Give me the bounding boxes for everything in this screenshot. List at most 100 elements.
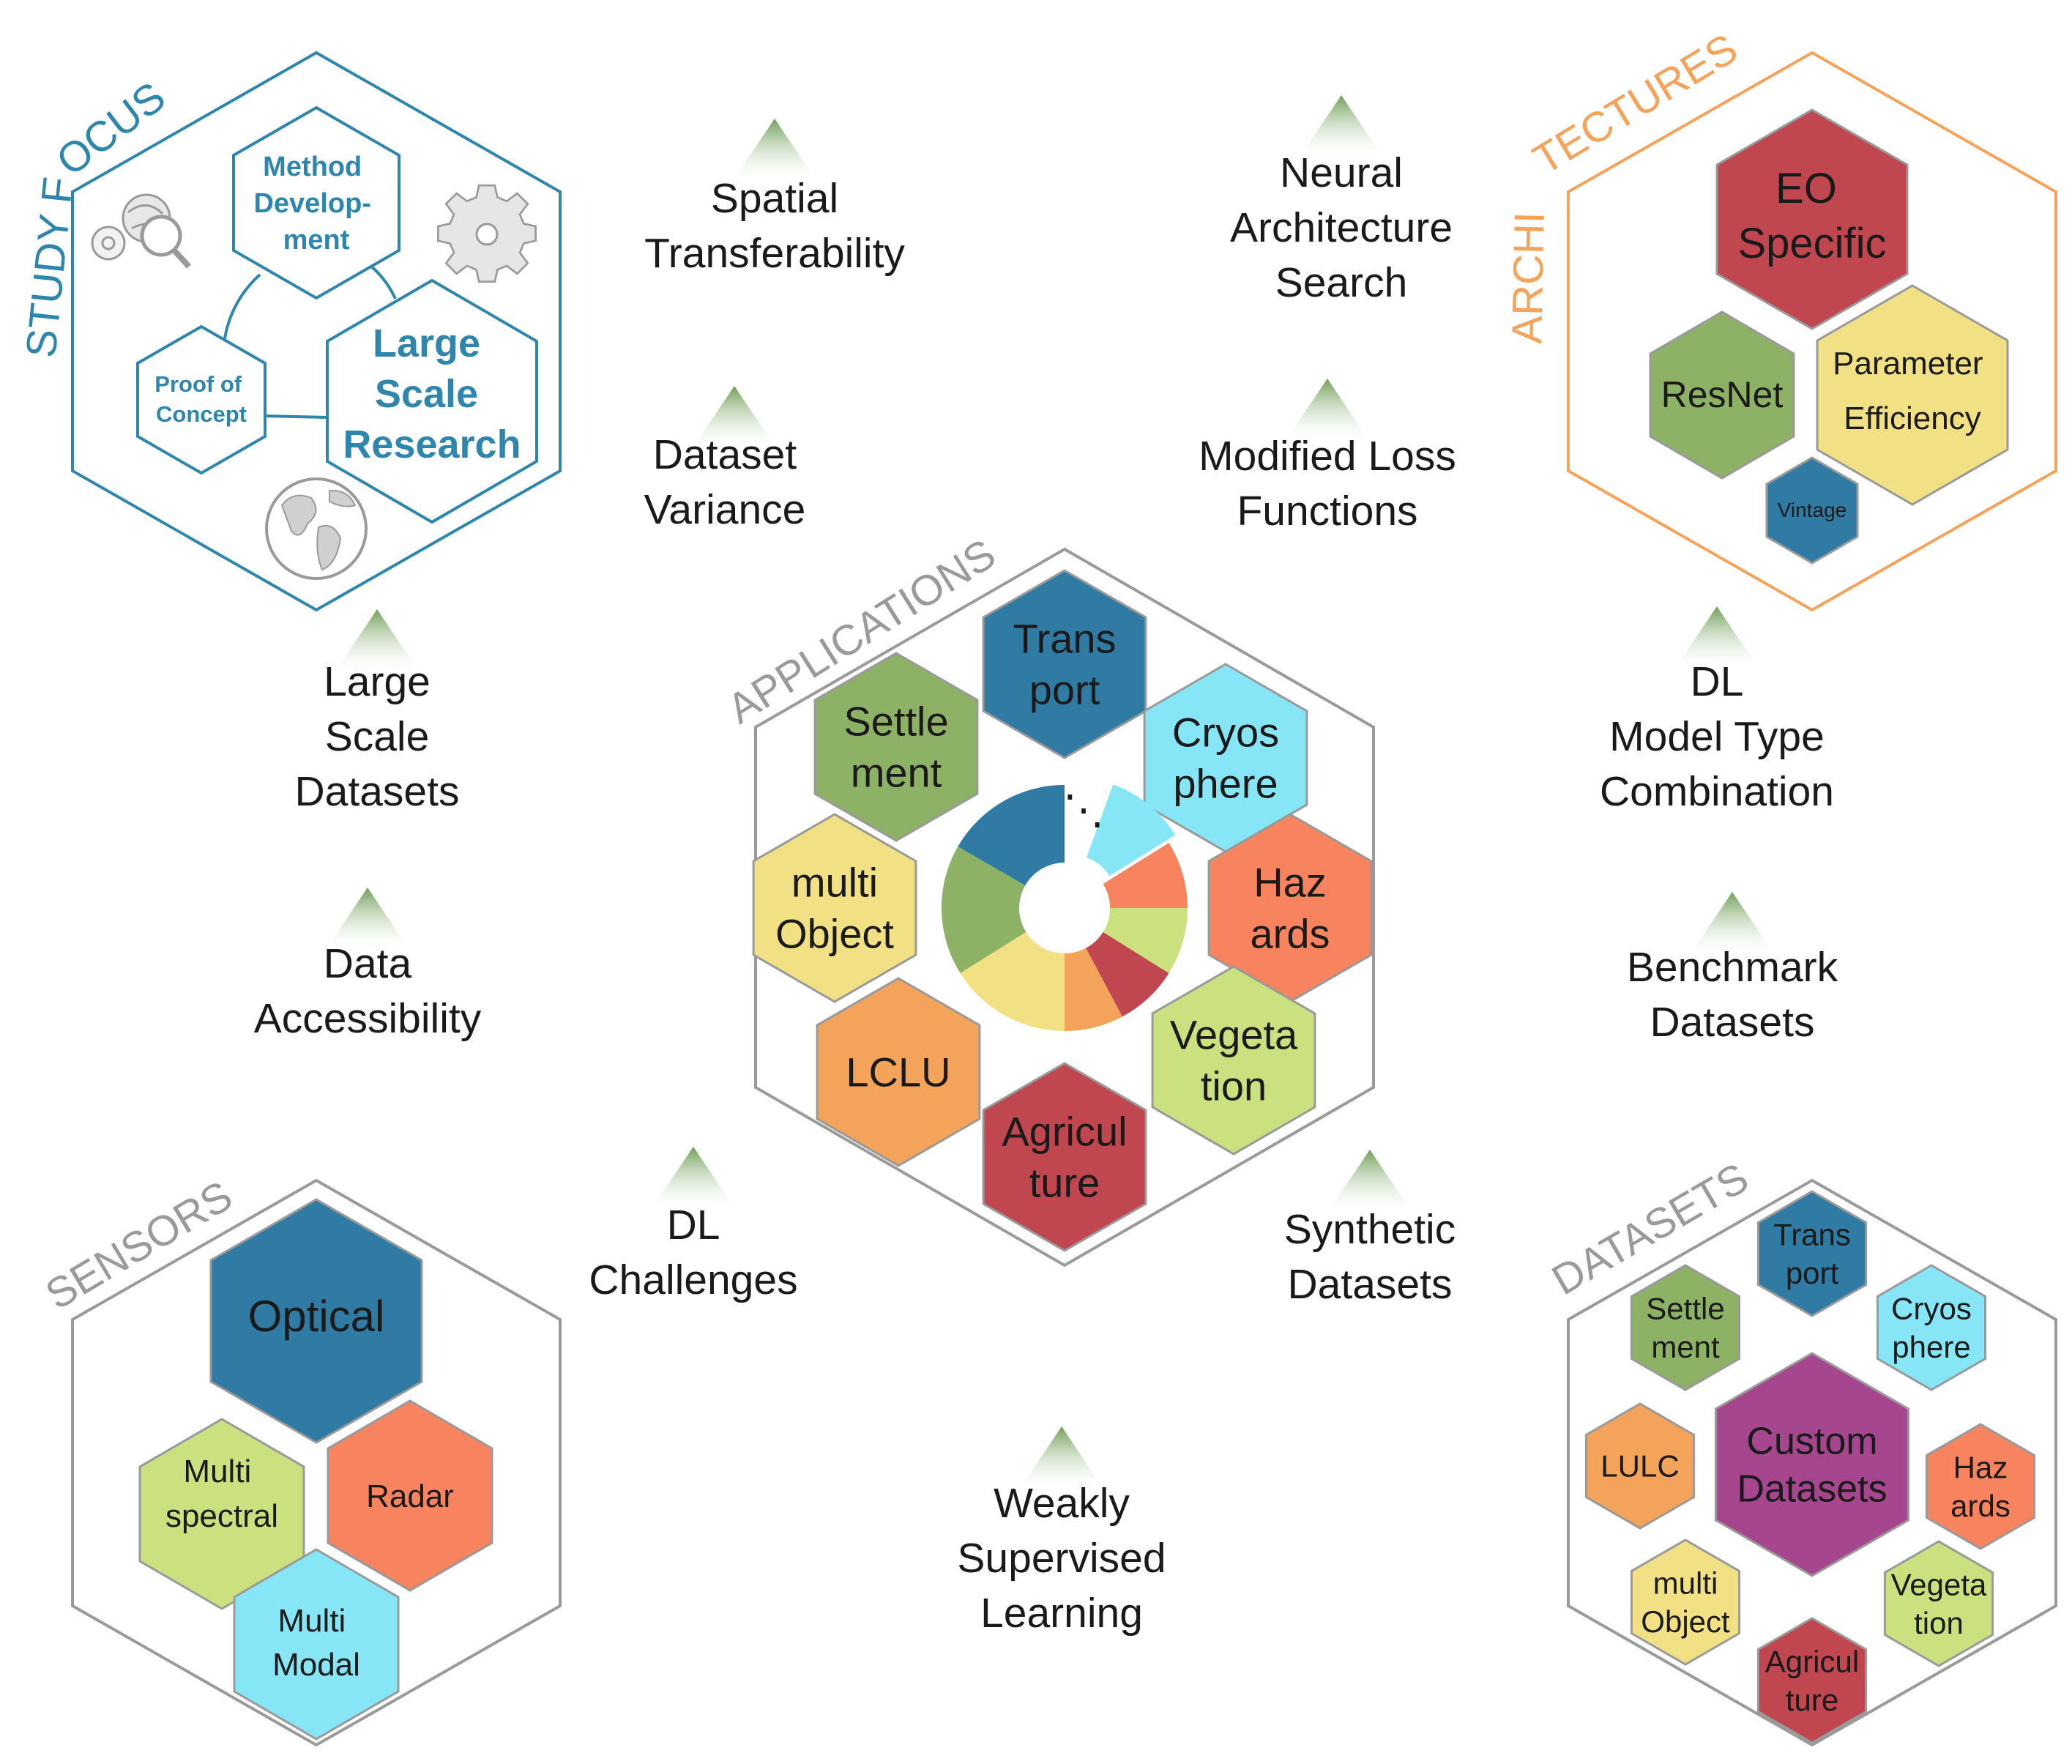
dataset-multiobject-hex [1630, 1538, 1741, 1666]
method-development-label: Method Develop- ment [253, 152, 379, 256]
method-development-hex [232, 105, 400, 300]
proof-of-concept-hex [136, 324, 267, 475]
topic-marker-triangle [1677, 606, 1757, 666]
donut-slice [1087, 784, 1176, 877]
app-lclu-hex [816, 977, 981, 1167]
architectures-title-part1: ARCHI [1503, 211, 1554, 344]
app-transport-hex [982, 569, 1147, 759]
topic-marker-triangle [1287, 379, 1368, 439]
donut-slice [1103, 842, 1188, 908]
app-agriculture-hex [982, 1062, 1147, 1252]
eo-specific-hex [1715, 108, 1909, 330]
dataset-agriculture-hex [1756, 1617, 1868, 1744]
topic-marker-triangle [1301, 95, 1382, 155]
study-focus-group: STUDY FOCUS Method Develop- ment Large S… [17, 51, 562, 612]
multimodal-label: Multi Modal [272, 1603, 360, 1683]
resnet-label: ResNet [1661, 374, 1784, 415]
search-globe-icon [91, 193, 191, 269]
dataset-lulc-label: LULC [1600, 1449, 1679, 1484]
donut-slice [942, 846, 1026, 974]
study-focus-connector [263, 414, 329, 419]
large-scale-research-hex [326, 278, 538, 524]
large-scale-research-label: Large Scale Research [343, 321, 521, 466]
dataset-hazards-hex [1925, 1423, 2036, 1550]
dataset-cryosphere-hex [1876, 1264, 1987, 1391]
proof-of-concept-label: Proof of Concept [154, 371, 247, 427]
topic-marker-triangle [734, 119, 815, 179]
architectures-group: ARCHI TECTURES EO Specific ResNet Parame… [1503, 25, 2057, 612]
topic-marker-triangle [337, 609, 417, 669]
topic-marker-triangle [1021, 1426, 1102, 1486]
vintage-hex [1765, 456, 1859, 565]
donut-slice [958, 785, 1065, 885]
radar-label: Radar [366, 1478, 454, 1514]
topic-marker-triangle [1330, 1150, 1410, 1210]
topic-marker-triangle [327, 887, 408, 948]
multispectral-hex [138, 1418, 305, 1610]
dataset-lulc-hex [1584, 1402, 1696, 1530]
resnet-hex [1649, 310, 1795, 480]
applications-outline [754, 547, 1375, 1268]
donut-slice [1086, 931, 1169, 1017]
app-multiobject-hex [752, 813, 917, 1003]
datasets-outline [1567, 1178, 2057, 1747]
optical-label: Optical [248, 1292, 385, 1341]
dataset-vegetation-hex [1883, 1540, 1994, 1667]
topic-marker-triangle [694, 386, 775, 446]
parameter-efficiency-hex [1816, 284, 2009, 506]
dataset-settlement-hex [1630, 1264, 1741, 1391]
study-focus-outline [71, 51, 562, 612]
donut-slice [960, 931, 1065, 1031]
topic-marker-triangle [1692, 892, 1773, 952]
applications-donut [942, 784, 1188, 1031]
topic-marker-triangle [653, 1147, 734, 1207]
sensors-group: SENSORS Optical Multi spectral Radar Mul… [37, 1172, 562, 1747]
vintage-label: Vintage [1778, 499, 1846, 521]
architectures-outline [1567, 51, 2057, 612]
app-settlement-hex [813, 652, 979, 842]
sensors-outline [71, 1178, 562, 1747]
dataset-transport-hex [1756, 1190, 1868, 1317]
app-vegetation-hex [1151, 965, 1316, 1155]
optical-hex [209, 1198, 423, 1444]
globe-icon [265, 477, 368, 580]
multimodal-hex [233, 1548, 400, 1741]
gear-icon [437, 184, 537, 283]
eo-specific-label: EO Specific [1737, 165, 1886, 267]
study-focus-connector [368, 264, 397, 299]
app-lclu-label: LCLU [846, 1049, 950, 1095]
donut-slice [1103, 908, 1188, 974]
donut-slice [1065, 948, 1122, 1031]
donut-ellipsis: ⋱ [1063, 786, 1104, 833]
parameter-efficiency-label: Parameter Efficiency [1833, 346, 1992, 436]
radar-hex [327, 1399, 493, 1592]
